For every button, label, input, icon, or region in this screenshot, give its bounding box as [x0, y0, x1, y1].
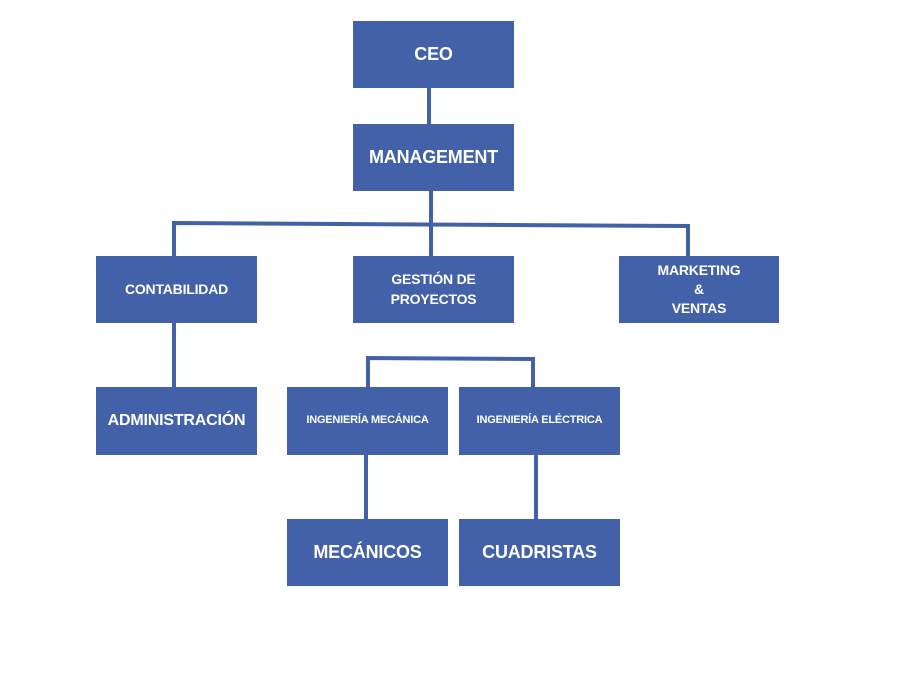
node-marketing-label-line1: MARKETING	[657, 262, 741, 279]
node-management: MANAGEMENT	[353, 124, 514, 191]
node-administracion: ADMINISTRACIÓN	[96, 387, 257, 455]
connector-engineering-bar	[366, 355, 535, 387]
node-ingenieria-electrica-label: INGENIERÍA ELÉCTRICA	[476, 414, 603, 427]
node-ceo: CEO	[353, 21, 514, 88]
node-marketing-label-line3: VENTAS	[671, 299, 727, 316]
node-cuadristas-label: CUADRISTAS	[482, 541, 597, 562]
node-contabilidad-label: CONTABILIDAD	[124, 281, 229, 298]
node-ceo-label: CEO	[414, 43, 453, 64]
node-mecanicos-label: MECÁNICOS	[313, 541, 422, 562]
node-gestion-label-line1: GESTIÓN DE	[391, 270, 476, 287]
node-ingenieria-mecanica-label: INGENIERÍA MECÁNICA	[306, 414, 429, 427]
node-marketing-ventas: MARKETING & VENTAS	[619, 256, 779, 323]
node-contabilidad: CONTABILIDAD	[96, 256, 257, 323]
node-gestion-proyectos: GESTIÓN DE PROYECTOS	[353, 256, 514, 323]
node-gestion-label-line2: PROYECTOS	[390, 290, 477, 307]
node-ingenieria-electrica: INGENIERÍA ELÉCTRICA	[459, 387, 620, 455]
node-management-label: MANAGEMENT	[369, 146, 498, 167]
node-cuadristas: CUADRISTAS	[459, 519, 620, 586]
node-mecanicos: MECÁNICOS	[287, 519, 448, 586]
node-ingenieria-mecanica: INGENIERÍA MECÁNICA	[287, 387, 448, 455]
node-marketing-label-line2: &	[694, 281, 704, 298]
connector-department-bar	[172, 220, 690, 256]
node-administracion-label: ADMINISTRACIÓN	[107, 412, 246, 430]
